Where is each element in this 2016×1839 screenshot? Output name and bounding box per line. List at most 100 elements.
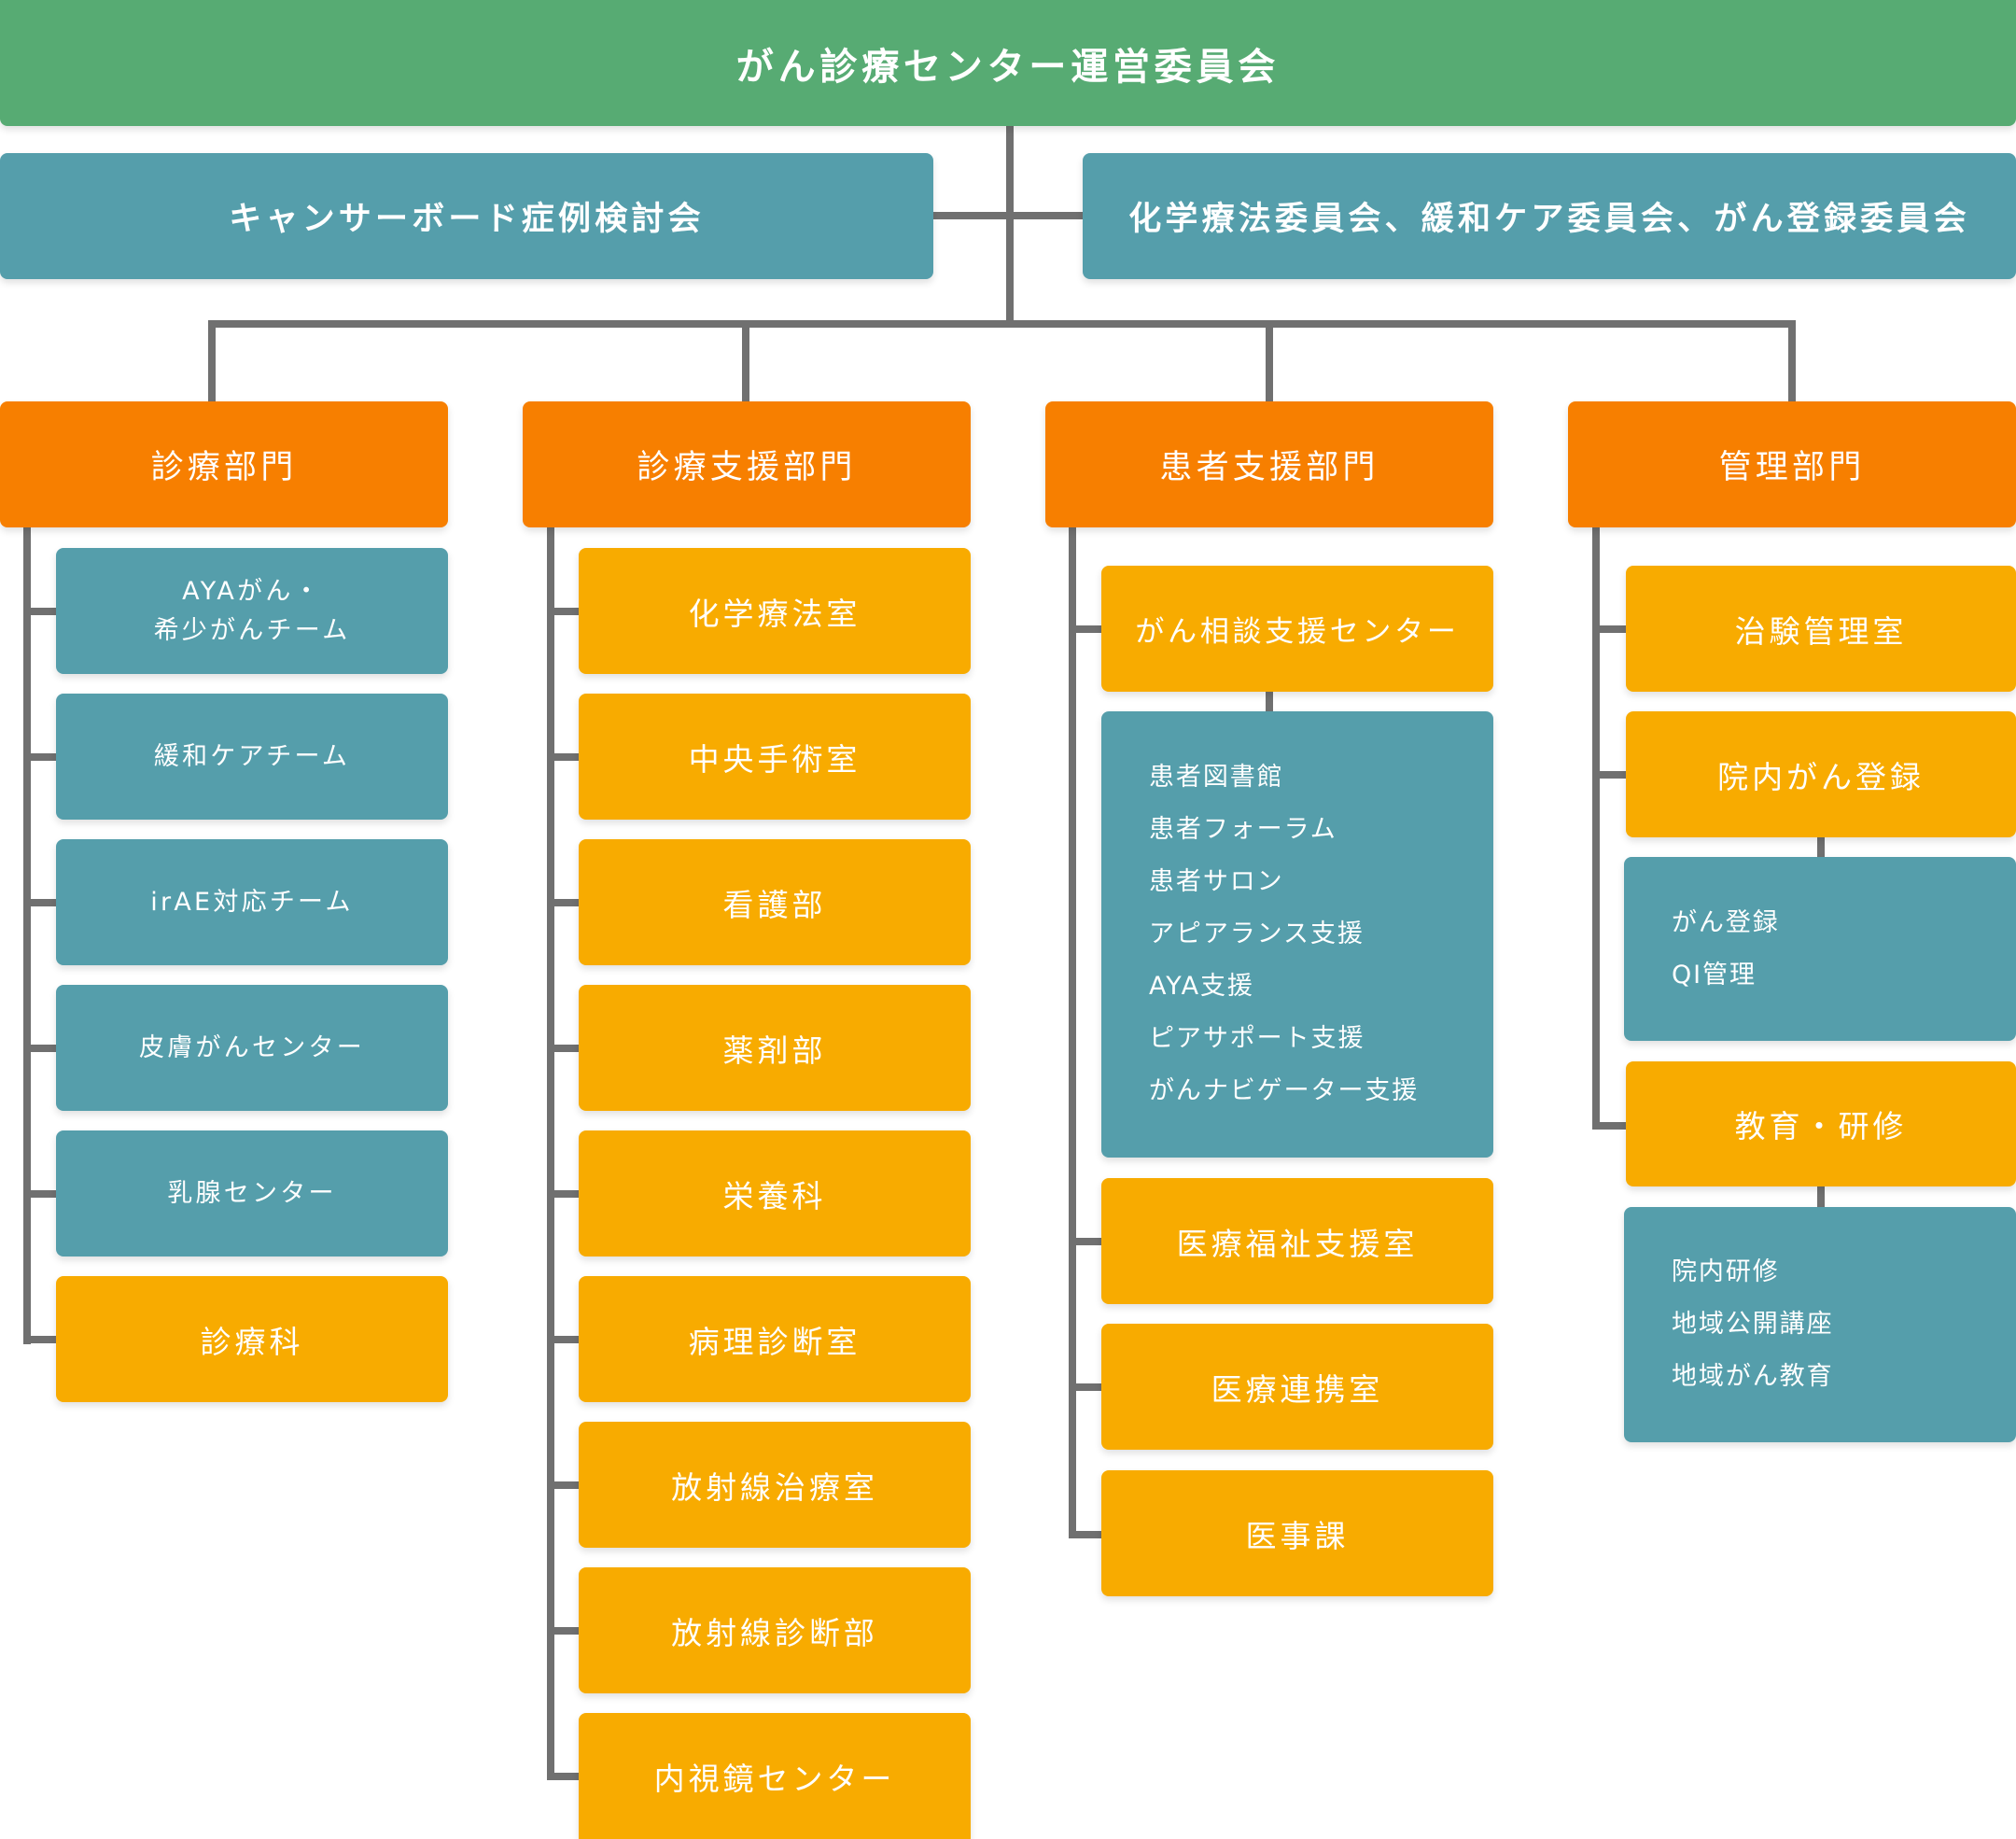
connector-line <box>23 899 61 906</box>
service-item: 地域がん教育 <box>1672 1362 1834 1391</box>
education-items-box: 院内研修 地域公開講座 地域がん教育 <box>1624 1207 2016 1442</box>
connector-line <box>208 320 1796 328</box>
unit-label: 診療科 <box>200 1323 304 1360</box>
connector-line <box>1069 1383 1106 1391</box>
unit-label: 乳腺センター <box>167 1178 337 1208</box>
unit-box: 教育・研修 <box>1626 1061 2016 1186</box>
unit-box: 医療連携室 <box>1101 1324 1493 1450</box>
unit-label: irAE対応チーム <box>150 887 354 917</box>
unit-label: 医療福祉支援室 <box>1176 1225 1419 1262</box>
service-item: がんナビゲーター支援 <box>1149 1076 1420 1105</box>
service-item: 患者フォーラム <box>1149 815 1337 844</box>
connector-line <box>547 1336 584 1343</box>
service-item: AYA支援 <box>1149 972 1254 1001</box>
unit-label: 薬剤部 <box>722 1032 827 1069</box>
connector-line <box>742 320 749 404</box>
service-item: アピアランス支援 <box>1149 920 1365 948</box>
connector-line <box>547 1627 584 1635</box>
unit-box: 放射線診断部 <box>579 1567 971 1693</box>
unit-label: 教育・研修 <box>1734 1108 1908 1144</box>
unit-label: 緩和ケアチーム <box>153 741 351 771</box>
unit-label: 内視鏡センター <box>653 1760 896 1797</box>
connector-line <box>547 753 584 761</box>
connector-line <box>1592 1122 1630 1130</box>
unit-label: 看護部 <box>722 886 827 923</box>
dept-label: 患者支援部門 <box>1159 449 1379 486</box>
unit-label: がん相談支援センター <box>1135 615 1460 649</box>
unit-label: 病理診断室 <box>688 1323 861 1360</box>
service-item: QI管理 <box>1672 960 1757 990</box>
unit-label: 医療連携室 <box>1211 1370 1384 1408</box>
unit-label: 栄養科 <box>722 1177 827 1214</box>
unit-box: 皮膚がんセンター <box>56 985 448 1111</box>
connector-line <box>23 1336 61 1343</box>
connector-line <box>1592 527 1600 1130</box>
unit-box: 放射線治療室 <box>579 1422 971 1548</box>
unit-box: 緩和ケアチーム <box>56 694 448 820</box>
unit-label: 中央手術室 <box>688 740 861 778</box>
committees-box: 化学療法委員会、緩和ケア委員会、がん登録委員会 <box>1083 153 2016 279</box>
connector-line <box>23 608 61 615</box>
connector-line <box>547 608 584 615</box>
unit-label: 皮膚がんセンター <box>139 1032 365 1062</box>
unit-box: AYAがん・希少がんチーム <box>56 548 448 674</box>
connector-line <box>1592 771 1630 779</box>
unit-box: 病理診断室 <box>579 1276 971 1402</box>
service-item: 院内研修 <box>1672 1257 1780 1286</box>
connector-line <box>1817 837 1825 858</box>
service-item: 患者図書館 <box>1149 763 1284 792</box>
unit-box: 薬剤部 <box>579 985 971 1111</box>
unit-box: 乳腺センター <box>56 1130 448 1256</box>
steering-committee: がん診療センター運営委員会 <box>0 0 2016 126</box>
unit-box: 看護部 <box>579 839 971 965</box>
dept-clinical-support: 診療支援部門 <box>523 401 971 527</box>
unit-label: 治験管理室 <box>1734 612 1908 650</box>
connector-line <box>1817 1186 1825 1207</box>
unit-box: 院内がん登録 <box>1626 711 2016 837</box>
steering-committee-label: がん診療センター運営委員会 <box>735 45 1281 89</box>
connector-line <box>547 527 554 1780</box>
unit-label: 希少がんチーム <box>153 615 351 645</box>
service-item: 地域公開講座 <box>1672 1310 1834 1339</box>
connector-line <box>23 1045 61 1052</box>
unit-label: 院内がん登録 <box>1717 758 1925 795</box>
unit-label: 化学療法室 <box>688 595 861 632</box>
cancer-board-label: キャンサーボード症例検討会 <box>229 201 705 238</box>
unit-box: 中央手術室 <box>579 694 971 820</box>
registry-items-box: がん登録 QI管理 <box>1624 857 2016 1041</box>
connector-line <box>1006 126 1014 328</box>
service-item: がん登録 <box>1672 907 1780 937</box>
connector-line <box>1266 320 1273 404</box>
unit-box: 内視鏡センター <box>579 1713 971 1839</box>
unit-box: 医療福祉支援室 <box>1101 1178 1493 1304</box>
connector-line <box>1266 692 1273 712</box>
committees-label: 化学療法委員会、緩和ケア委員会、がん登録委員会 <box>1128 201 1970 238</box>
cancer-board-box: キャンサーボード症例検討会 <box>0 153 933 279</box>
unit-label: 医事課 <box>1245 1517 1350 1554</box>
unit-label: AYAがん・ <box>182 576 322 606</box>
connector-line <box>1592 625 1630 633</box>
unit-box: 治験管理室 <box>1626 566 2016 692</box>
connector-line <box>547 1045 584 1052</box>
connector-line <box>547 1773 584 1780</box>
unit-box: 栄養科 <box>579 1130 971 1256</box>
unit-box: irAE対応チーム <box>56 839 448 965</box>
unit-box: 化学療法室 <box>579 548 971 674</box>
unit-label: 放射線診断部 <box>671 1614 878 1651</box>
service-item: 患者サロン <box>1149 867 1284 896</box>
unit-box: 診療科 <box>56 1276 448 1402</box>
consult-services-box: 患者図書館 患者フォーラム 患者サロン アピアランス支援 AYA支援 ピアサポー… <box>1101 711 1493 1158</box>
connector-line <box>23 527 31 1344</box>
connector-line <box>23 1190 61 1198</box>
connector-line <box>547 1481 584 1489</box>
dept-label: 診療部門 <box>150 449 298 486</box>
connector-line <box>547 1190 584 1198</box>
connector-line <box>1069 527 1076 1538</box>
connector-line <box>1788 320 1796 404</box>
unit-box: 医事課 <box>1101 1470 1493 1596</box>
dept-management: 管理部門 <box>1568 401 2016 527</box>
dept-label: 診療支援部門 <box>637 449 857 486</box>
connector-line <box>547 899 584 906</box>
connector-line <box>1069 1531 1106 1538</box>
connector-line <box>1069 1238 1106 1245</box>
